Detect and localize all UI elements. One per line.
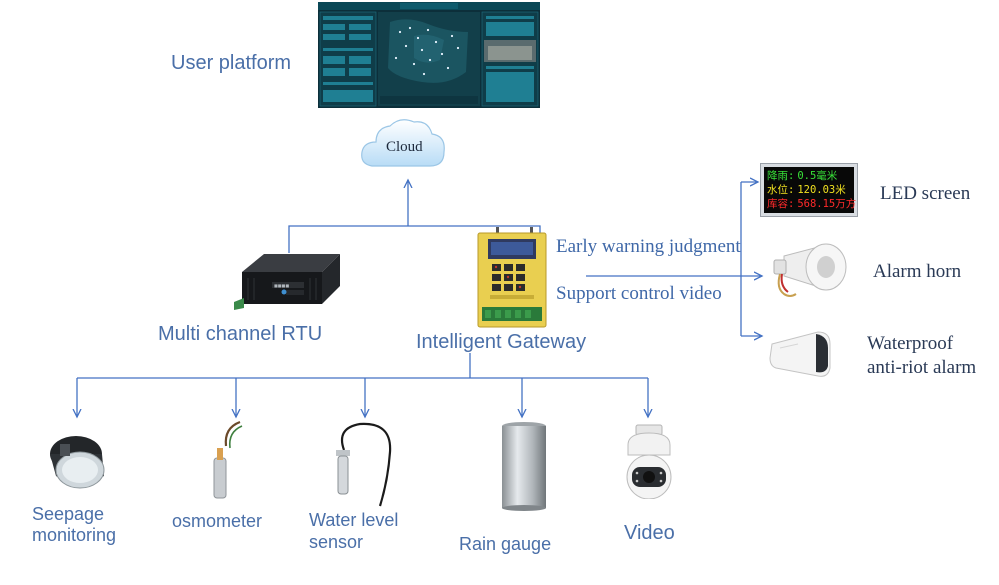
video-label: Video bbox=[624, 522, 675, 544]
seepage-label-line1: Seepage bbox=[32, 504, 105, 524]
riot-alarm-image bbox=[768, 328, 834, 380]
alarm-horn-label: Alarm horn bbox=[873, 261, 962, 282]
osmometer-image bbox=[204, 418, 246, 500]
led-screen-label: LED screen bbox=[880, 183, 971, 204]
seepage-sensor-image bbox=[46, 432, 112, 490]
cloud-label: Cloud bbox=[386, 139, 423, 155]
osmometer-label: osmometer bbox=[172, 511, 263, 531]
rtu-device-image: ■■■■ bbox=[234, 250, 346, 312]
svg-text:■■■■: ■■■■ bbox=[274, 283, 289, 288]
water-level-label-line2: sensor bbox=[309, 532, 364, 552]
user-platform-dashboard bbox=[318, 2, 540, 108]
seepage-label-line2: monitoring bbox=[32, 525, 117, 545]
rtu-label: Multi channel RTU bbox=[158, 323, 323, 345]
led-capacity-line: 库容:568.15万方 bbox=[767, 197, 856, 211]
cloud-icon bbox=[358, 114, 448, 176]
early-warning-label: Early warning judgment bbox=[556, 236, 741, 257]
user-platform-label: User platform bbox=[171, 52, 292, 74]
water-level-label-line1: Water level bbox=[309, 510, 399, 530]
gateway-label: Intelligent Gateway bbox=[416, 331, 587, 353]
waterproof-label-line2: anti-riot alarm bbox=[867, 357, 977, 378]
led-rain-line: 降雨:0.5毫米 bbox=[767, 169, 851, 183]
rain-gauge-label: Rain gauge bbox=[459, 534, 552, 554]
gateway-device-image bbox=[476, 227, 548, 329]
video-camera-image bbox=[622, 423, 676, 500]
led-screen-image: 降雨:0.5毫米 水位:120.03米 库容:568.15万方 bbox=[760, 163, 858, 217]
led-water-label: 水位: bbox=[767, 184, 795, 196]
support-video-label: Support control video bbox=[556, 283, 722, 304]
led-water-value: 120.03米 bbox=[797, 184, 846, 196]
led-capacity-value: 568.15万方 bbox=[797, 198, 857, 210]
rain-gauge-image bbox=[498, 420, 550, 512]
led-capacity-label: 库容: bbox=[767, 198, 795, 210]
led-water-line: 水位:120.03米 bbox=[767, 183, 851, 197]
alarm-horn-image bbox=[766, 242, 850, 304]
led-rain-label: 降雨: bbox=[767, 170, 795, 182]
waterproof-label-line1: Waterproof bbox=[867, 333, 954, 354]
led-rain-value: 0.5毫米 bbox=[797, 170, 838, 182]
water-level-sensor-image bbox=[330, 420, 400, 510]
